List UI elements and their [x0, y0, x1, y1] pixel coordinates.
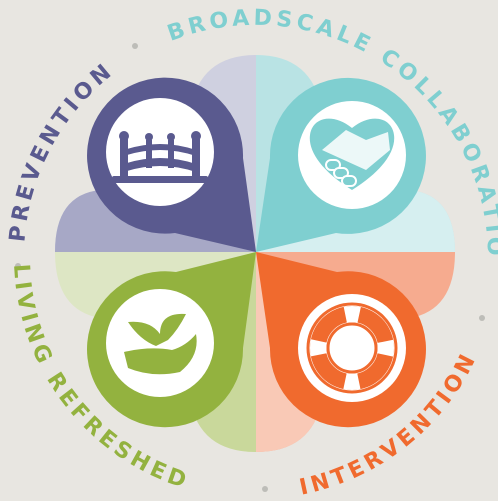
- separator-dot: [132, 43, 138, 49]
- bridge-icon: [112, 131, 208, 183]
- separator-dot: [15, 263, 21, 269]
- handshake-icon: [309, 118, 395, 190]
- teardrop-living: [87, 252, 256, 428]
- separator-dot: [479, 315, 485, 321]
- leaf-hand-icon: [124, 313, 197, 375]
- separator-dot: [262, 486, 268, 492]
- life-ring-icon: [306, 302, 398, 394]
